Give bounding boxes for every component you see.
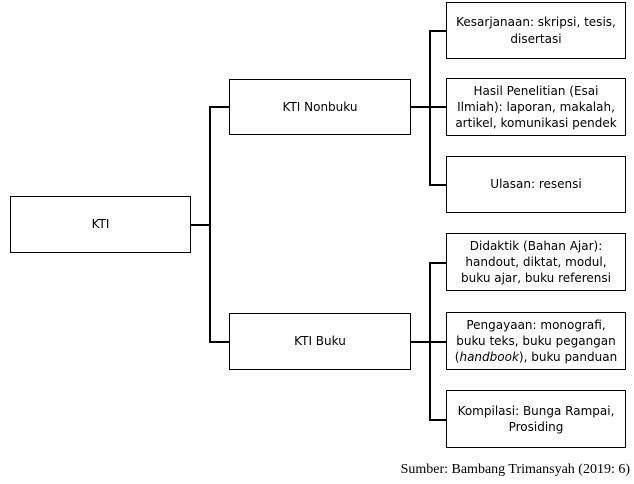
connector-nonbuku-child-1 [429, 30, 446, 32]
leaf-node-label: Kompilasi: Bunga Rampai, Prosiding [457, 403, 615, 434]
source-caption: Sumber: Bambang Trimansyah (2019: 6) [400, 462, 630, 477]
branch-node-nonbuku: KTI Nonbuku [229, 79, 411, 135]
leaf-node-label: Kesarjanaan: skripsi, tesis, disertasi [456, 15, 616, 46]
leaf-node-label: Hasil Penelitian (Esai Ilmiah): laporan,… [455, 83, 617, 131]
branch-node-label: KTI Nonbuku [282, 99, 358, 114]
leaf-node-didaktik: Didaktik (Bahan Ajar): handout, diktat, … [446, 233, 626, 291]
connector-to-nonbuku [209, 106, 229, 108]
connector-nonbuku-right [410, 106, 430, 108]
root-node: KTI [10, 196, 191, 253]
leaf-node-kesarjanaan: Kesarjanaan: skripsi, tesis, disertasi [446, 2, 626, 59]
branch-node-label: KTI Buku [294, 334, 346, 349]
connector-nonbuku-child-2 [429, 106, 446, 108]
connector-root-right [190, 224, 210, 226]
leaf-node-hasil-penelitian: Hasil Penelitian (Esai Ilmiah): laporan,… [446, 78, 626, 136]
connector-nonbuku-child-3 [429, 184, 446, 186]
connector-buku-child-1 [429, 262, 446, 264]
leaf-node-ulasan: Ulasan: resensi [446, 156, 626, 213]
leaf-node-kompilasi: Kompilasi: Bunga Rampai, Prosiding [446, 390, 626, 448]
leaf-node-label-before: Pengayaan: monografi, buku teks, buku pe… [454, 317, 616, 365]
connector-root-trunk [209, 106, 211, 342]
connector-to-buku [209, 341, 229, 343]
root-node-label: KTI [91, 217, 110, 232]
leaf-node-label: Didaktik (Bahan Ajar): handout, diktat, … [461, 238, 611, 286]
leaf-node-label-after: ), buku panduan [518, 350, 618, 365]
connector-buku-child-2 [429, 341, 446, 343]
connector-nonbuku-trunk [429, 30, 431, 185]
leaf-node-pengayaan: Pengayaan: monografi, buku teks, buku pe… [446, 312, 626, 370]
leaf-node-label: Ulasan: resensi [490, 177, 582, 192]
leaf-node-label: Pengayaan: monografi, buku teks, buku pe… [453, 317, 619, 366]
leaf-node-label-italic: handbook [459, 350, 519, 365]
branch-node-buku: KTI Buku [229, 313, 411, 370]
connector-buku-right [410, 341, 430, 343]
connector-buku-child-3 [429, 419, 446, 421]
